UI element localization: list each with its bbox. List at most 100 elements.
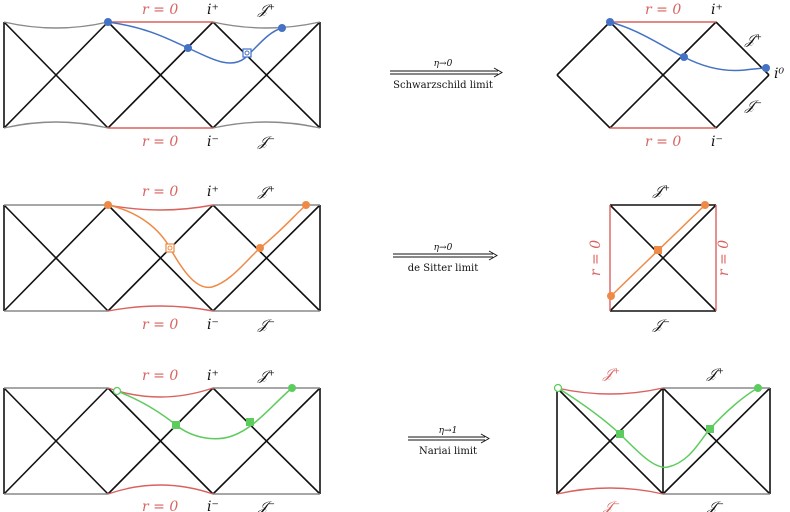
diagonal <box>3 21 109 129</box>
r0-label: r = 0 <box>142 134 178 150</box>
geodesic-marker-inner <box>167 245 173 251</box>
geodesic-point <box>680 53 688 61</box>
singularity-top <box>556 387 664 395</box>
geodesic-point <box>104 201 112 209</box>
scri-plus-label: 𝒥⁺ <box>652 183 670 199</box>
diagonal <box>609 204 717 312</box>
scri-minus-label: 𝒥⁻ <box>602 499 620 512</box>
limit-arrow-nariai: η→1 Nariai limit <box>408 426 490 457</box>
r0-label: r = 0 <box>142 184 178 200</box>
diagonal <box>3 387 109 495</box>
diagonal <box>556 74 611 129</box>
i-minus-label: i⁻ <box>711 134 723 150</box>
singularity-top <box>107 387 214 398</box>
i-plus-label: i⁺ <box>207 2 219 18</box>
diagonal <box>107 387 214 495</box>
scri-plus-label: 𝒥⁺ <box>257 184 275 200</box>
scri-boundary <box>212 121 321 129</box>
diagonal <box>715 21 770 76</box>
arrow-caption: Nariai limit <box>419 446 477 457</box>
geodesic-marker <box>242 48 252 58</box>
r0-label: r = 0 <box>645 134 681 150</box>
arrow-caption: Schwarzschild limit <box>393 80 493 91</box>
arrow-head <box>480 433 490 444</box>
geodesic-marker <box>172 421 180 429</box>
i-minus-label: i⁻ <box>207 499 219 512</box>
i-plus-label: i⁺ <box>207 368 219 384</box>
geodesic-marker <box>616 430 624 438</box>
penrose-sds-bottom: r = 0 i⁺ 𝒥⁺ r = 0 i⁻ 𝒥⁻ <box>3 368 321 512</box>
singularity-bottom <box>556 487 664 495</box>
penrose-sds-middle: r = 0 i⁺ 𝒥⁺ r = 0 i⁻ 𝒥⁻ <box>3 184 321 333</box>
diagonal <box>556 21 611 76</box>
geodesic-marker <box>654 246 662 254</box>
geodesic-point <box>754 384 762 392</box>
diagonal <box>609 21 717 129</box>
scri-minus-label: 𝒥⁻ <box>257 317 275 333</box>
geodesic-marker-inner <box>244 50 250 56</box>
r0-label: r = 0 <box>716 240 732 276</box>
diagonal <box>212 387 321 495</box>
geodesic-marker <box>165 243 175 253</box>
i0-label: i⁰ <box>774 66 784 82</box>
scri-plus-label: 𝒥⁺ <box>602 366 620 382</box>
row-desitter: r = 0 i⁺ 𝒥⁺ r = 0 i⁻ 𝒥⁻ η→0 de Sitter li… <box>3 183 732 333</box>
r0-label: r = 0 <box>645 2 681 18</box>
geodesic-point <box>256 244 264 252</box>
diagonal <box>662 387 771 495</box>
arrow-head <box>493 67 503 78</box>
arrow-parameter: η→0 <box>434 243 453 253</box>
geodesic-point <box>288 384 296 392</box>
scri-minus-label: 𝒥⁻ <box>744 98 762 114</box>
scri-boundary <box>3 121 109 129</box>
r0-label: r = 0 <box>588 240 604 276</box>
i-minus-label: i⁻ <box>207 134 219 150</box>
diagonal <box>107 21 214 129</box>
scri-minus-label: 𝒥⁻ <box>257 134 275 150</box>
geodesic-point <box>762 64 770 72</box>
geodesic-point <box>184 44 192 52</box>
geodesic-curve <box>609 21 767 72</box>
geodesic-point <box>278 24 286 32</box>
r0-label: r = 0 <box>142 499 178 512</box>
singularity-top <box>107 204 214 211</box>
row-nariai: r = 0 i⁺ 𝒥⁺ r = 0 i⁻ 𝒥⁻ η→1 Nariai limit <box>3 366 771 512</box>
diagonal <box>715 74 770 129</box>
limit-arrow-desitter: η→0 de Sitter limit <box>393 243 498 274</box>
scri-boundary <box>3 21 109 29</box>
geodesic-curve <box>557 387 759 468</box>
geodesic-marker <box>706 425 714 433</box>
arrow-head <box>488 250 498 261</box>
row-schwarzschild: r = 0 i⁺ 𝒥⁺ r = 0 i⁻ 𝒥⁻ η→0 Schwarzschil… <box>3 2 784 150</box>
limit-arrow-schwarzschild: η→0 Schwarzschild limit <box>390 59 503 91</box>
geodesic-point-open <box>553 383 563 393</box>
geodesic-point <box>606 18 614 26</box>
r0-label: r = 0 <box>142 368 178 384</box>
arrow-parameter: η→0 <box>434 59 453 69</box>
penrose-nariai: 𝒥⁺ 𝒥⁺ 𝒥⁻ 𝒥⁻ <box>553 366 771 512</box>
geodesic-curve <box>116 387 293 440</box>
r0-label: r = 0 <box>142 317 178 333</box>
penrose-sds-left: r = 0 i⁺ 𝒥⁺ r = 0 i⁻ 𝒥⁻ <box>3 2 321 150</box>
geodesic-point <box>607 292 615 300</box>
diagonal <box>556 387 664 495</box>
geodesic-curve <box>107 204 307 289</box>
penrose-desitter: 𝒥⁺ 𝒥⁻ r = 0 r = 0 <box>588 183 732 333</box>
diagonal <box>212 21 321 129</box>
penrose-schwarzschild: r = 0 i⁺ 𝒥⁺ i⁰ 𝒥⁻ r = 0 i⁻ <box>556 2 784 150</box>
singularity-bottom <box>107 305 214 312</box>
geodesic-point <box>701 201 709 209</box>
scri-plus-label: 𝒥⁺ <box>257 368 275 384</box>
geodesic-point <box>104 18 112 26</box>
scri-minus-label: 𝒥⁻ <box>257 499 275 512</box>
geodesic-marker <box>246 418 254 426</box>
diagonal <box>3 204 109 312</box>
diagonal <box>212 204 321 312</box>
scri-plus-label: 𝒥⁺ <box>257 2 275 18</box>
singularity-bottom <box>107 484 214 495</box>
diagonal <box>107 204 214 312</box>
geodesic-curve <box>107 21 283 64</box>
scri-minus-label: 𝒥⁻ <box>706 499 724 512</box>
